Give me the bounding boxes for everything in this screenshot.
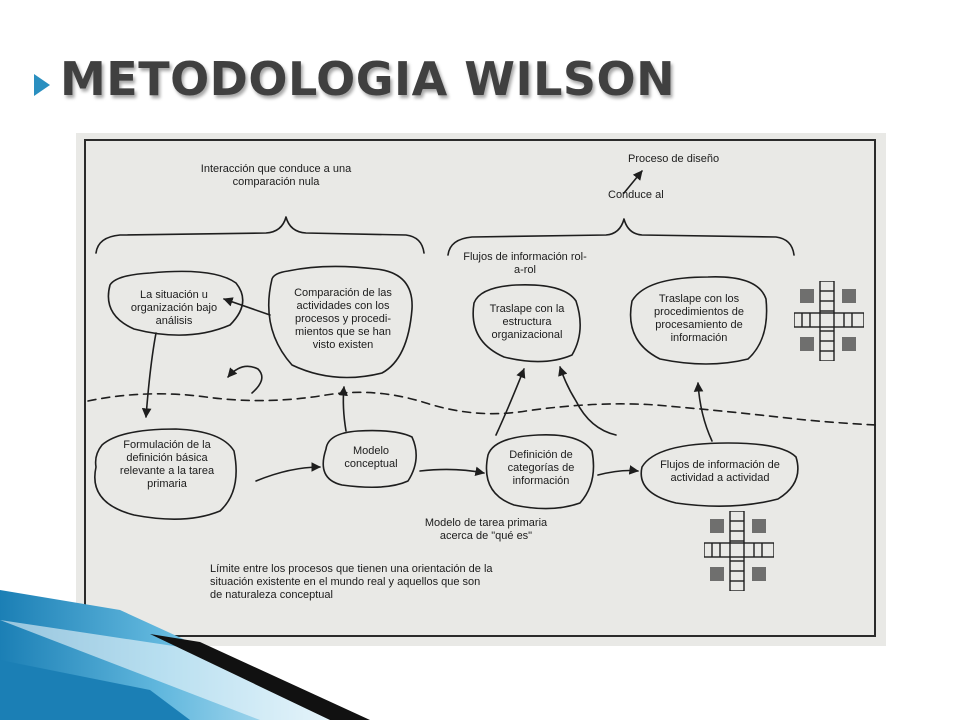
right-brace-caption: Flujos de información rol- a-rol: [463, 251, 587, 276]
left-brace: [95, 216, 425, 254]
node-situacion: La situación u organización bajo análisi…: [130, 289, 218, 327]
diagram-frame: [84, 139, 876, 637]
arrow-definicion-to-traslape: [495, 368, 526, 436]
node-traslape-procedimientos: Traslape con los procedimientos de proce…: [654, 293, 744, 344]
node-comparacion: Comparación de las actividades con los p…: [294, 287, 392, 351]
arrow-formulacion-to-modelo: [255, 462, 321, 482]
loop-arrow: [227, 365, 263, 394]
left-brace-caption: Interacción que conduce a una comparació…: [200, 163, 352, 188]
arrow-flujos-to-procedimientos: [693, 382, 713, 442]
wilson-diagram: Interacción que conduce a una comparació…: [76, 133, 886, 646]
node-flujos-outline: [640, 442, 799, 507]
node-definicion-outline: [485, 434, 595, 510]
grid-symbol-icon: [704, 511, 774, 591]
node-situacion-outline: [107, 270, 244, 336]
arrow-comparacion-to-situacion: [223, 297, 271, 316]
corner-decoration: [0, 590, 440, 720]
node-traslape-procedimientos-outline: [629, 276, 768, 365]
slide-title: METODOLOGIA WILSON: [60, 52, 676, 106]
title-bullet-icon: [34, 74, 50, 96]
diagram-lines: [87, 170, 877, 520]
node-definicion-categorias: Definición de categorías de información: [507, 449, 575, 487]
leads-to-label: Conduce al: [608, 189, 664, 201]
arrow-flujos-to-traslape: [558, 366, 617, 436]
node-modelo-outline: [322, 429, 417, 489]
note-modelo-tarea: Modelo de tarea primaria acerca de "qué …: [424, 517, 548, 542]
arrow-modelo-to-comparacion: [338, 386, 348, 432]
arrow-modelo-to-definicion: [419, 466, 485, 477]
node-flujos-actividad: Flujos de información de actividad a act…: [660, 459, 780, 484]
node-formulacion: Formulación de la definición básica rele…: [119, 439, 215, 490]
node-modelo-conceptual: Modelo conceptual: [344, 445, 398, 470]
node-formulacion-outline: [94, 428, 237, 520]
node-comparacion-outline: [267, 265, 413, 379]
arrow-definicion-to-flujos: [597, 465, 639, 476]
node-traslape-estructura: Traslape con la estructura organizaciona…: [489, 303, 565, 341]
boundary-line: [87, 391, 877, 426]
note-limite: Límite entre los procesos que tienen una…: [210, 563, 493, 601]
design-arrow: [623, 170, 643, 194]
grid-symbol-icon: [794, 281, 864, 361]
process-design-label: Proceso de diseño: [628, 153, 720, 165]
node-traslape-estructura-outline: [472, 284, 581, 363]
right-brace: [447, 218, 795, 256]
arrow-situacion-to-formulacion: [141, 332, 157, 418]
